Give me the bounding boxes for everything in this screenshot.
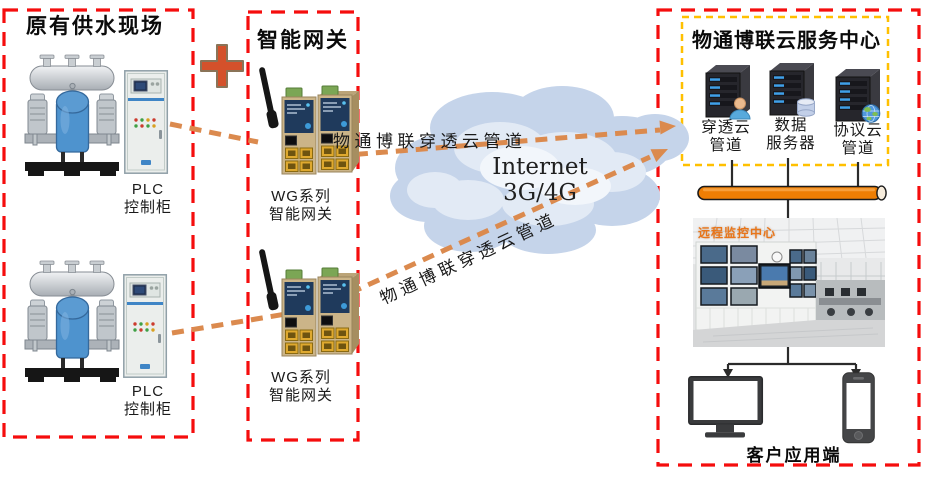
network-type-label: 3G/4G bbox=[503, 180, 577, 206]
tunnel-label-top: 物通博联穿透云管道 bbox=[333, 132, 527, 151]
gateway-unit-left bbox=[281, 87, 317, 175]
plc-cabinet-image bbox=[124, 70, 169, 174]
wall-clock bbox=[771, 251, 783, 263]
server-icon-protocol bbox=[835, 69, 881, 123]
video-wall-screens bbox=[700, 245, 817, 306]
gateway-device-label: WG系列 智能网关 bbox=[268, 188, 333, 223]
client-application-label: 客户应用端 bbox=[746, 446, 842, 465]
cloud-service-box-title: 物通博联云服务中心 bbox=[692, 30, 881, 52]
plc2-to-gateway2-link bbox=[171, 309, 299, 336]
pump-top-tank bbox=[29, 54, 115, 91]
gateway-box-border bbox=[246, 10, 360, 442]
internet-label: Internet bbox=[492, 154, 588, 180]
gateway-device-image bbox=[259, 249, 359, 357]
gateway-box-title: 智能网关 bbox=[257, 29, 349, 52]
site-box-title: 原有供水现场 bbox=[26, 15, 164, 38]
server-label-protocol: 协议云 管道 bbox=[833, 122, 883, 157]
bus-pipe bbox=[697, 185, 887, 201]
globe-badge-icon bbox=[861, 104, 881, 123]
monitor-arrowhead bbox=[723, 369, 733, 378]
gateway-device-label: WG系列 智能网关 bbox=[268, 369, 333, 404]
gateway-device-image bbox=[259, 67, 359, 175]
gateway-unit-right bbox=[317, 85, 359, 173]
plc-cabinet-label: PLC 控制柜 bbox=[123, 383, 172, 418]
server-label-tunnel: 穿透云 管道 bbox=[701, 119, 751, 154]
pump-pressure-tank bbox=[55, 82, 90, 163]
person-badge-icon bbox=[729, 97, 751, 120]
tunnel-arrowhead-top bbox=[659, 120, 676, 135]
pump-base bbox=[25, 162, 119, 171]
office-area bbox=[816, 280, 885, 320]
desktop-monitor-icon bbox=[688, 376, 764, 438]
smartphone-icon bbox=[842, 372, 875, 444]
site-box-border bbox=[2, 8, 195, 439]
cloud-service-inner-border bbox=[680, 15, 890, 167]
tunnel-arrowhead-bottom bbox=[650, 149, 668, 162]
antenna-icon bbox=[259, 67, 279, 129]
plc1-to-gateway1-link bbox=[169, 121, 259, 145]
plc-indicator-lights bbox=[134, 118, 156, 128]
tunnel-link-top bbox=[335, 127, 661, 159]
database-badge-icon bbox=[797, 98, 815, 117]
antenna-icon bbox=[259, 249, 279, 311]
cloud-service-box-border bbox=[656, 8, 921, 467]
pump-motor-left bbox=[27, 93, 48, 135]
plc-cabinet-label: PLC 控制柜 bbox=[123, 181, 172, 216]
monitor-room-caption: 远程监控中心 bbox=[698, 226, 777, 240]
internet-cloud-shape bbox=[390, 86, 689, 254]
pump-unit-image bbox=[24, 54, 120, 176]
server-icon-tunnel bbox=[705, 65, 751, 120]
tunnel-link-bottom bbox=[348, 154, 652, 296]
server-label-data: 数据 服务器 bbox=[766, 117, 816, 152]
monitoring-room-photo bbox=[692, 217, 886, 347]
pump-motor-right bbox=[96, 93, 117, 135]
pump-unit-image bbox=[24, 260, 120, 382]
server-icon-data bbox=[769, 63, 815, 117]
plc-cabinet-image bbox=[123, 274, 168, 378]
plus-icon bbox=[200, 44, 244, 88]
